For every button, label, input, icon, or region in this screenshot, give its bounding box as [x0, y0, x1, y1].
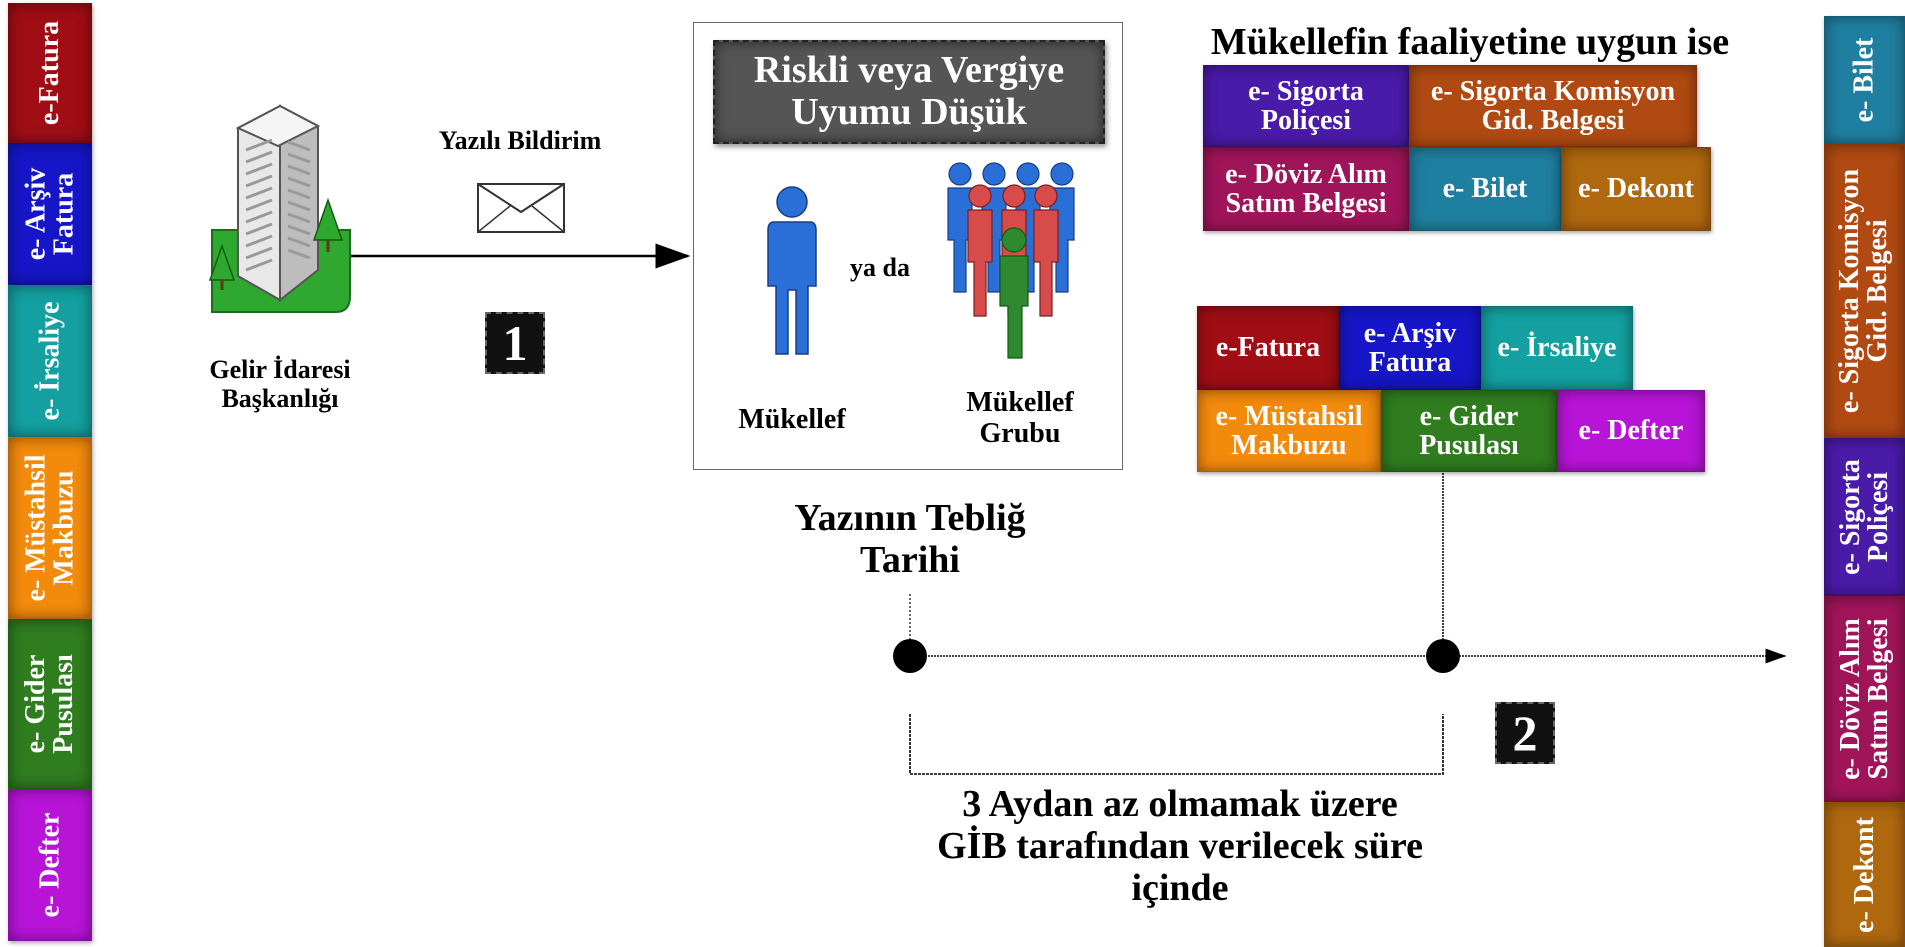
gib-label: Gelir İdaresi Başkanlığı — [209, 355, 351, 413]
mand-tile-e-irsaliye: e- İrsaliye — [1481, 306, 1633, 390]
mand-tile-e-fatura: e-Fatura — [1197, 306, 1339, 390]
right-tab-e-sigorta-policesi: e- Sigorta Poliçesi — [1824, 438, 1905, 596]
notice-label: Yazılı Bildirim — [438, 126, 602, 155]
single-taxpayer-label: Mükellef — [738, 404, 846, 435]
period-bracket — [909, 714, 1444, 775]
period-label: 3 Aydan az olmamak üzere GİB tarafından … — [937, 783, 1423, 909]
opt-tile-e-doviz-alim: e- Döviz Alım Satım Belgesi — [1203, 147, 1409, 231]
mand-tile-e-mustahsil: e- Müstahsil Makbuzu — [1197, 390, 1381, 472]
opt-tile-e-sigorta-komisyon: e- Sigorta Komisyon Gid. Belgesi — [1409, 65, 1697, 147]
optional-heading: Mükellefin faaliyetine uygun ise — [1210, 21, 1730, 63]
right-tab-e-sigorta-komisyon: e- Sigorta Komisyon Gid. Belgesi — [1824, 144, 1905, 438]
left-tab-e-defter: e- Defter — [8, 789, 92, 941]
opt-tile-e-dekont: e- Dekont — [1561, 147, 1711, 231]
opt-tile-e-sigorta-policesi: e- Sigorta Poliçesi — [1203, 65, 1409, 147]
timeline-start-label: Yazının Tebliğ Tarihi — [794, 497, 1026, 581]
right-tab-e-doviz-alim: e- Döviz Alım Satım Belgesi — [1824, 596, 1905, 802]
risk-title: Riskli veya Vergiye Uyumu Düşük — [713, 40, 1105, 144]
left-tab-e-arsiv-fatura: e- Arşiv Fatura — [8, 143, 92, 285]
mand-tile-e-gider-pusulasi: e- Gider Pusulası — [1381, 390, 1557, 472]
taxpayer-group-label: Mükellef Grubu — [966, 387, 1074, 449]
start-dot — [893, 639, 927, 673]
left-tab-e-gider-pusulasi: e- Gider Pusulası — [8, 619, 92, 789]
single-taxpayer-icon — [767, 186, 817, 355]
left-tab-e-fatura: e-Fatura — [8, 3, 92, 143]
envelope-icon — [477, 183, 565, 233]
mand-tile-e-defter: e- Defter — [1557, 390, 1705, 472]
step-1-badge: 1 — [485, 312, 545, 374]
or-text: ya da — [850, 253, 910, 282]
step-2-badge: 2 — [1495, 702, 1555, 764]
building-icon — [208, 104, 351, 313]
taxpayer-group-icon — [947, 162, 1075, 359]
left-tab-e-irsaliye: e- İrsaliye — [8, 285, 92, 437]
mand-tile-e-arsiv-fatura: e- Arşiv Fatura — [1339, 306, 1481, 390]
deadline-dot — [1426, 639, 1460, 673]
opt-tile-e-bilet: e- Bilet — [1409, 147, 1561, 231]
left-tab-e-mustahsil-makbuzu: e- Müstahsil Makbuzu — [8, 437, 92, 619]
right-tab-e-bilet: e- Bilet — [1824, 16, 1905, 144]
